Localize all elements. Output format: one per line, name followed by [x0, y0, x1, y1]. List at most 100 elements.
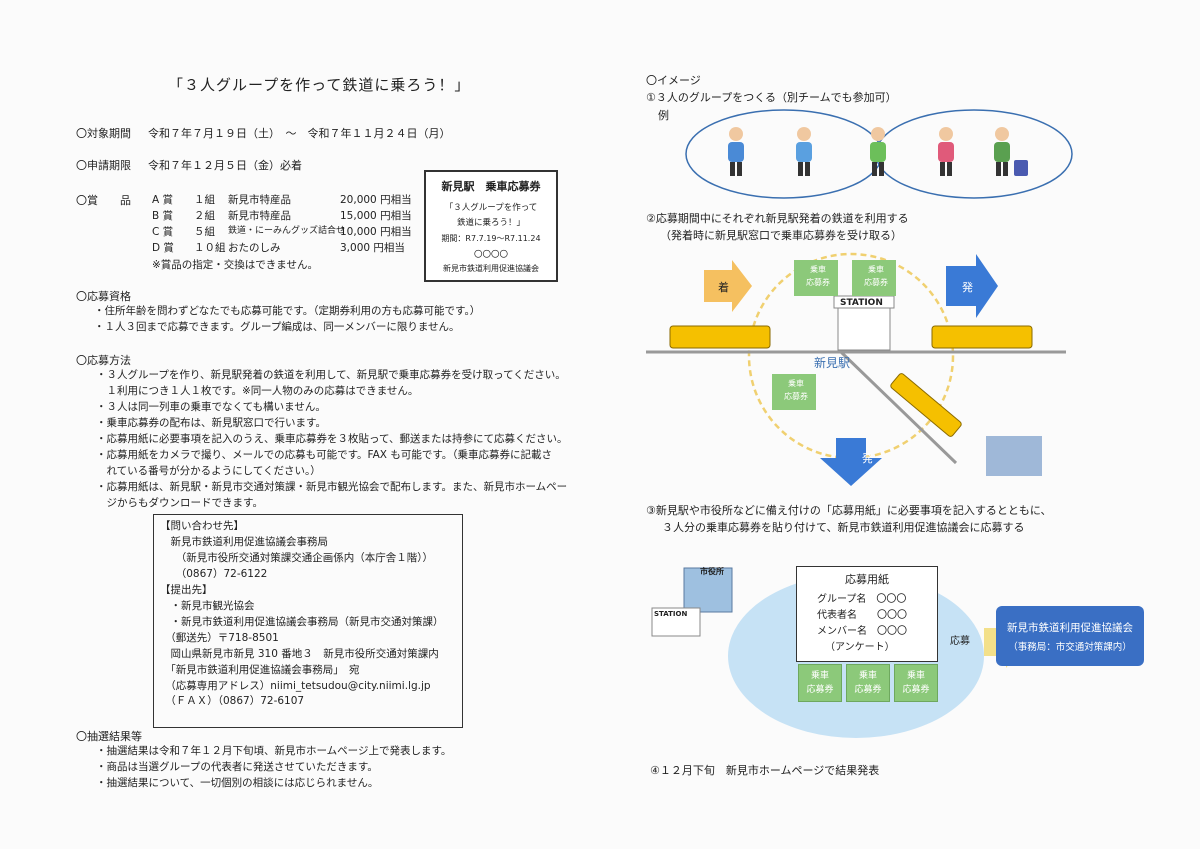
ticket-issuer: 新見市鉄道利用促進協議会: [443, 264, 539, 273]
prize-count: ２組: [194, 210, 215, 222]
list-item: ・抽選結果は令和７年１２月下旬頃、新見市ホームページ上で発表します。: [96, 745, 452, 757]
list-item: れている番号が分かるようにしてください。）: [96, 464, 321, 477]
group-illustration: [685, 109, 1073, 199]
ticket-label: 応募券: [864, 277, 888, 287]
person-icon: [870, 127, 886, 176]
results-label: 〇抽選結果等: [76, 730, 142, 743]
form-row: 代表者名 〇〇〇: [817, 610, 907, 621]
contact-line: （新見市役所交通対策課交通企画係内（本庁舎１階））: [160, 551, 433, 564]
station-name: 新見駅: [814, 356, 851, 370]
ticket-label: 応募券: [806, 685, 834, 695]
list-item: ・応募用紙をカメラで撮り、メールでの応募も可能です。FAX も可能です。（乗車応…: [96, 448, 553, 461]
contact-line: 【提出先】: [160, 583, 213, 596]
person-icon: [994, 127, 1028, 176]
ticket-icon: 乗車応募券: [800, 264, 836, 290]
prize-item: 新見市特産品: [228, 210, 291, 222]
prize-amount: 3,000 円相当: [340, 242, 405, 254]
prizes-label: 〇賞 品: [76, 194, 131, 207]
contact-line: （応募専用アドレス）niimi_tetsudou@city.niimi.lg.j…: [160, 679, 431, 692]
contact-line: 新見市鉄道利用促進協議会事務局: [160, 535, 328, 548]
list-item: ・住所年齢を問わずどなたでも応募可能です。（定期券利用の方も応募可能です。）: [94, 305, 481, 317]
prize-item: 鉄道・にーみんグッズ詰合せ: [228, 226, 346, 236]
prize-count: １組: [194, 194, 215, 206]
prize-amount: 10,000 円相当: [340, 226, 412, 238]
contact-line: 「新見市鉄道利用促進協議会事務局」 宛: [160, 663, 360, 676]
period-value: 令和７年７月１９日（土） ～ 令和７年１１月２４日（月）: [148, 127, 451, 140]
council-line1: 新見市鉄道利用促進協議会: [1007, 622, 1133, 634]
station-sign-small: STATION: [654, 610, 688, 618]
form-row: （アンケート）: [825, 642, 895, 653]
station-sign: STATION: [840, 298, 883, 308]
list-item: ・３人グループを作り、新見駅発着の鉄道を利用して、新見駅で乗車応募券を受け取って…: [96, 369, 566, 381]
apply-label: 応募: [950, 636, 970, 647]
list-item: ・抽選結果について、一切個別の相談には応じられません。: [96, 776, 379, 789]
prize-item: 新見市特産品: [228, 194, 291, 206]
station-illustration: [646, 252, 1066, 486]
list-item: １利用につき１人１枚です。※同一人物のみの応募はできません。: [96, 384, 419, 397]
ticket-line1: 「３人グループを作って: [444, 203, 538, 213]
prize-amount: 15,000 円相当: [340, 210, 412, 222]
form-row: グループ名 〇〇〇: [817, 594, 907, 605]
method-label: 〇応募方法: [76, 354, 131, 367]
prize-count: ５組: [194, 226, 215, 238]
deadline-value: 令和７年１２月５日（金）必着: [148, 159, 302, 172]
image-label: 〇イメージ: [646, 74, 701, 87]
person-icon: [938, 127, 954, 176]
ticket-title: 新見駅 乗車応募券: [441, 180, 541, 193]
eligibility-label: 〇応募資格: [76, 290, 131, 303]
period-label: 〇対象期間: [76, 127, 131, 140]
council-line2: （事務局：市交通対策課内）: [1008, 642, 1132, 653]
form-title: 応募用紙: [845, 573, 889, 586]
step2-text: ②応募期間中にそれぞれ新見駅発着の鉄道を利用する: [646, 212, 909, 225]
contact-line: 【問い合わせ先】: [160, 520, 244, 532]
contact-line: ・新見市観光協会: [160, 599, 255, 612]
ticket-label: 応募券: [902, 685, 930, 695]
contact-line: ・新見市鉄道利用促進協議会事務局（新見市交通対策課）: [160, 615, 444, 628]
ticket-label: 乗車: [810, 265, 826, 274]
person-icon: [728, 127, 744, 176]
ticket-icon: 乗車応募券: [858, 264, 894, 290]
application-form: 応募用紙 グループ名 〇〇〇 代表者名 〇〇〇 メンバー名 〇〇〇 （アンケート…: [796, 566, 938, 662]
ticket-label: 乗車: [868, 265, 884, 274]
step1-text: ①３人のグループをつくる（別チームでも参加可）: [646, 91, 897, 104]
list-item: ・１人３回まで応募できます。グループ編成は、同一メンバーに限りません。: [94, 320, 460, 333]
ticket-label: 応募券: [806, 277, 830, 287]
step4-text: ④１２月下旬 新見市ホームページで結果発表: [650, 764, 880, 777]
ticket-icon: 乗車応募券: [778, 378, 814, 404]
prize-amount: 20,000 円相当: [340, 194, 412, 206]
results-list: ・抽選結果は令和７年１２月下旬頃、新見市ホームページ上で発表します。 ・商品は当…: [96, 744, 451, 791]
ticket-icon: 乗車応募券: [894, 664, 938, 702]
step2-sub: （発着時に新見駅窓口で乗車応募券を受け取る）: [660, 229, 902, 242]
ticket-icon: 乗車応募券: [798, 664, 842, 702]
list-item: ・商品は当選グループの代表者に発送させていただきます。: [96, 760, 378, 773]
depart-label-down: 発: [862, 452, 873, 465]
ticket-label: 応募券: [784, 391, 808, 401]
method-list: ・３人グループを作り、新見駅発着の鉄道を利用して、新見駅で乗車応募券を受け取って…: [96, 368, 567, 512]
prizes-note: ※賞品の指定・交換はできません。: [152, 259, 318, 271]
ticket-code: 〇〇〇〇: [473, 250, 508, 260]
prize-rank: D 賞: [152, 242, 174, 254]
step3-line1: ③新見駅や市役所などに備え付けの「応募用紙」に必要事項を記入するとともに、: [646, 504, 1052, 517]
deadline-label: 〇申請期限: [76, 159, 131, 172]
ticket-label: 乗車: [810, 670, 829, 681]
arrive-label: 着: [718, 281, 729, 294]
prize-rank: A 賞: [152, 194, 174, 206]
page-title: 「３人グループを作って鉄道に乗ろう！」: [168, 76, 471, 94]
ticket-label: 乗車: [788, 379, 804, 388]
person-icon: [796, 127, 812, 176]
council-box: 新見市鉄道利用促進協議会 （事務局：市交通対策課内）: [996, 606, 1144, 666]
prize-rank: B 賞: [152, 210, 174, 222]
ticket-label: 乗車: [858, 670, 877, 681]
step3-line2: ３人分の乗車応募券を貼り付けて、新見市鉄道利用促進協議会に応募する: [662, 521, 1025, 534]
cityhall-sign: 市役所: [700, 567, 724, 576]
list-item: ・応募用紙は、新見駅・新見市交通対策課・新見市観光協会で配布します。また、新見市…: [96, 480, 568, 493]
contact-line: （0867）72-6122: [160, 567, 268, 580]
eligibility-list: ・住所年齢を問わずどなたでも応募可能です。（定期券利用の方も応募可能です。） ・…: [94, 304, 480, 336]
list-item: ・３人は同一列車の乗車でなくても構いません。: [96, 400, 326, 413]
contact-box: 【問い合わせ先】 新見市鉄道利用促進協議会事務局 （新見市役所交通対策課交通企画…: [153, 514, 463, 728]
contact-line: （郵送先）〒718-8501: [160, 631, 279, 644]
ticket-label: 乗車: [906, 670, 925, 681]
form-row: メンバー名 〇〇〇: [817, 626, 907, 637]
list-item: ・応募用紙に必要事項を記入のうえ、乗車応募券を３枚貼って、郵送または持参にて応募…: [96, 432, 568, 445]
prize-rank: C 賞: [152, 226, 174, 238]
